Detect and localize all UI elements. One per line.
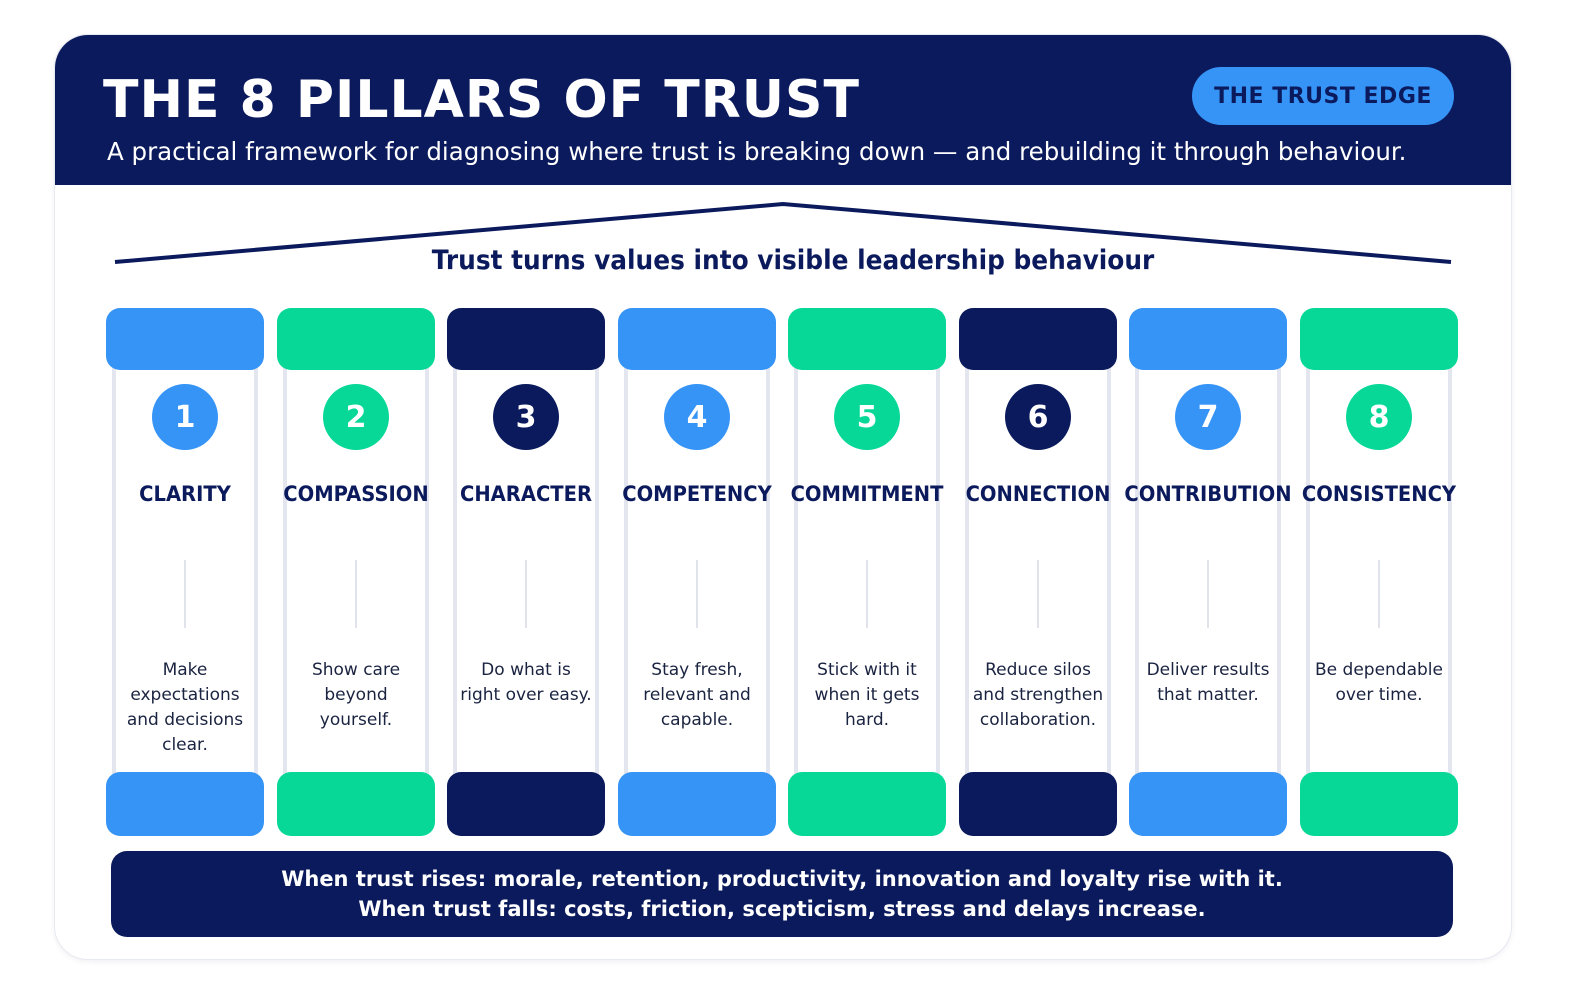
pillar-divider (1207, 560, 1209, 628)
page-title: THE 8 PILLARS OF TRUST (103, 70, 860, 130)
pillar-description: Reduce silos and strengthen collaboratio… (972, 660, 1104, 730)
pillar-1: 1 CLARITY Make expectations and decision… (106, 308, 264, 838)
pillar-number-badge: 8 (1346, 384, 1412, 450)
pillar-capital (1300, 308, 1458, 370)
roof-outline (114, 201, 1452, 264)
roof-label: Trust turns values into visible leadersh… (431, 245, 1155, 276)
footer-line-falls: When trust falls: costs, friction, scept… (358, 897, 1206, 921)
pillar-divider (1378, 560, 1380, 628)
pillar-number-badge: 5 (834, 384, 900, 450)
pillar-description: Do what is right over easy. (460, 660, 592, 705)
pillar-capital (788, 308, 946, 370)
pillar-description: Be dependable over time. (1315, 660, 1443, 705)
pillar-capital (1129, 308, 1287, 370)
pillar-6: 6 CONNECTION Reduce silos and strengthen… (959, 308, 1117, 838)
pillar-base (447, 772, 605, 836)
pillar-capital (959, 308, 1117, 370)
pillar-name: CONTRIBUTION (1124, 482, 1292, 506)
pillar-number-badge: 1 (152, 384, 218, 450)
pillar-divider (696, 560, 698, 628)
pillar-base (1129, 772, 1287, 836)
pillar-base (959, 772, 1117, 836)
pillar-number-badge: 6 (1005, 384, 1071, 450)
pillar-8: 8 CONSISTENCY Be dependable over time. (1300, 308, 1458, 838)
brand-badge: THE TRUST EDGE (1192, 67, 1454, 125)
pillar-description: Make expectations and decisions clear. (126, 660, 244, 755)
pillar-base (277, 772, 435, 836)
pillar-2: 2 COMPASSION Show care beyond yourself. (277, 308, 435, 838)
pillar-name: CLARITY (139, 482, 231, 506)
pillar-divider (184, 560, 186, 628)
pillar-divider (866, 560, 868, 628)
pillar-name: COMMITMENT (790, 482, 944, 506)
pillar-base (788, 772, 946, 836)
pillar-7: 7 CONTRIBUTION Deliver results that matt… (1124, 308, 1292, 838)
pillar-description: Stay fresh, relevant and capable. (643, 660, 751, 730)
pillar-number-badge: 7 (1175, 384, 1241, 450)
pillar-description: Deliver results that matter. (1146, 660, 1270, 705)
pillar-name: CONNECTION (965, 482, 1111, 506)
pillar-capital (106, 308, 264, 370)
pillar-3: 3 CHARACTER Do what is right over easy. (447, 308, 605, 838)
pillar-description: Stick with it when it gets hard. (814, 660, 920, 730)
pillar-name: COMPASSION (283, 482, 429, 506)
pillar-name: COMPETENCY (622, 482, 772, 506)
page-subtitle: A practical framework for diagnosing whe… (107, 137, 1407, 166)
pillar-base (1300, 772, 1458, 836)
pillar-name: CHARACTER (459, 482, 592, 506)
pillar-number-badge: 2 (323, 384, 389, 450)
pillar-divider (355, 560, 357, 628)
pillar-base (106, 772, 264, 836)
header-banner: THE 8 PILLARS OF TRUST A practical frame… (55, 35, 1511, 185)
pillar-5: 5 COMMITMENT Stick with it when it gets … (788, 308, 946, 838)
pillar-capital (277, 308, 435, 370)
pillar-capital (447, 308, 605, 370)
pillar-number-badge: 3 (493, 384, 559, 450)
pillar-number-badge: 4 (664, 384, 730, 450)
pillar-name: CONSISTENCY (1301, 482, 1457, 506)
footer-banner: When trust rises: morale, retention, pro… (111, 851, 1453, 937)
pillar-base (618, 772, 776, 836)
pillar-divider (525, 560, 527, 628)
pillar-4: 4 COMPETENCY Stay fresh, relevant and ca… (618, 308, 776, 838)
pillar-description: Show care beyond yourself. (311, 660, 401, 730)
pillar-capital (618, 308, 776, 370)
footer-line-rises: When trust rises: morale, retention, pro… (281, 867, 1283, 891)
pillar-divider (1037, 560, 1039, 628)
